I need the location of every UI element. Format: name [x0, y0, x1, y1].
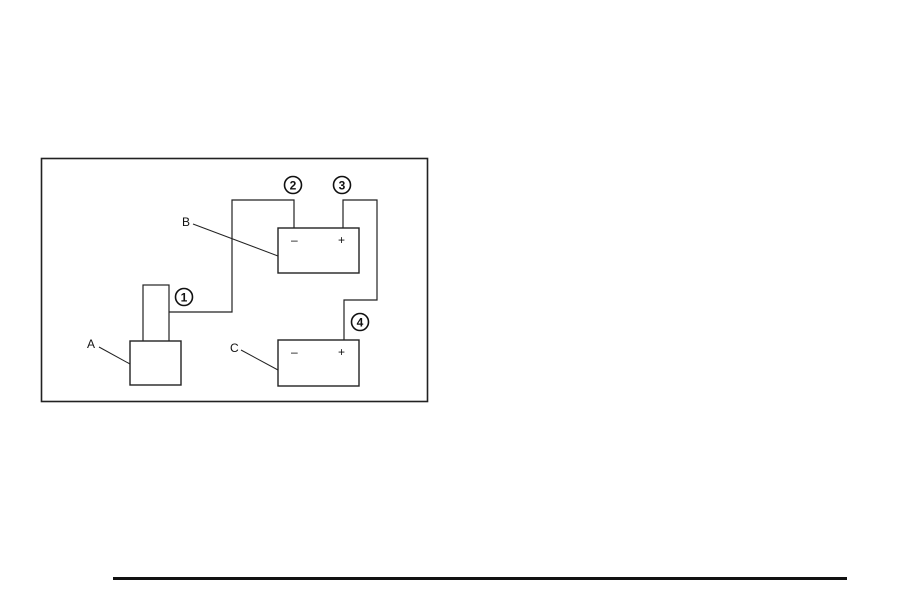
label-c-leader: [241, 350, 278, 370]
callout-3: 3: [339, 179, 346, 193]
component-a: [130, 341, 181, 385]
callout-4: 4: [357, 316, 364, 330]
label-b: B: [182, 215, 190, 229]
battery-b-positive-sign: +: [338, 233, 345, 247]
callout-2: 2: [290, 179, 297, 193]
component-a-bracket: [143, 285, 169, 342]
label-a: A: [87, 337, 95, 351]
callout-1: 1: [181, 291, 188, 305]
label-b-leader: [193, 224, 278, 256]
label-a-leader: [99, 347, 130, 364]
battery-c-negative-sign: –: [291, 345, 298, 359]
figure-frame: [42, 159, 428, 402]
label-c: C: [230, 341, 239, 355]
battery-b-negative-sign: –: [291, 233, 298, 247]
battery-c-positive-sign: +: [338, 345, 345, 359]
